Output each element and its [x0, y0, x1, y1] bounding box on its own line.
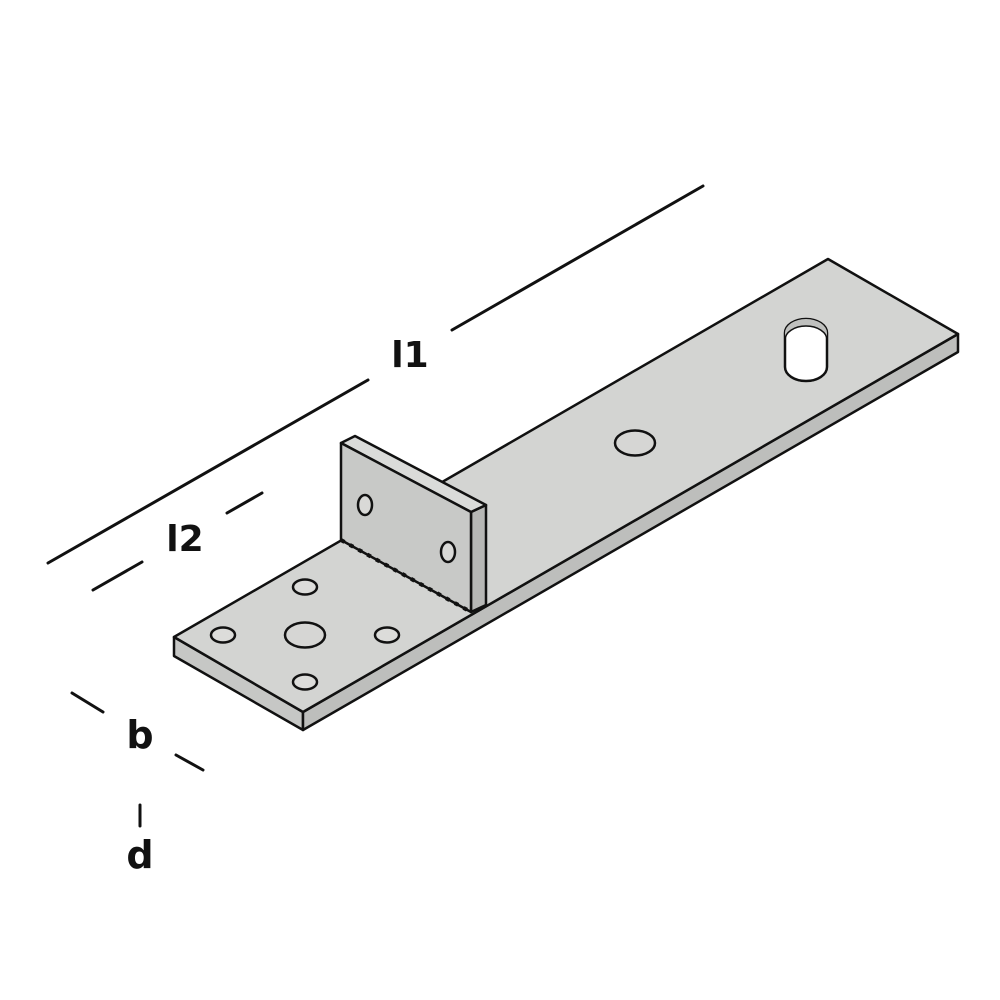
small-hole-top	[291, 578, 319, 596]
dimension-line-l1-right	[450, 184, 705, 332]
dimension-line-l2-right	[225, 491, 264, 515]
small-hole-left	[209, 626, 237, 644]
plate-top-face	[172, 257, 960, 714]
dimension-line-l1-left	[46, 378, 370, 565]
dimension-line-b-right	[174, 753, 205, 772]
tab-hole-left	[356, 493, 374, 517]
upright-tab	[339, 434, 488, 614]
center-hole	[613, 429, 657, 457]
small-hole-right	[373, 626, 401, 644]
dimension-line-l2-left	[91, 560, 144, 592]
dimension-line-b-left	[70, 691, 105, 714]
label-l1: l1	[391, 335, 429, 376]
base-plate	[172, 257, 960, 732]
small-hole-bottom	[291, 673, 319, 691]
weld-seam	[340, 538, 472, 614]
label-b: b	[126, 713, 154, 757]
label-d: d	[126, 833, 154, 877]
tab-front-face	[339, 441, 473, 614]
slotted-hole	[783, 317, 829, 383]
dimension-lines	[46, 184, 705, 828]
base-plate-holes	[209, 429, 657, 691]
large-hole-center	[283, 621, 327, 649]
label-l2: l2	[166, 519, 204, 560]
tab-hole-right	[439, 540, 457, 564]
tab-edge-face	[469, 503, 488, 614]
